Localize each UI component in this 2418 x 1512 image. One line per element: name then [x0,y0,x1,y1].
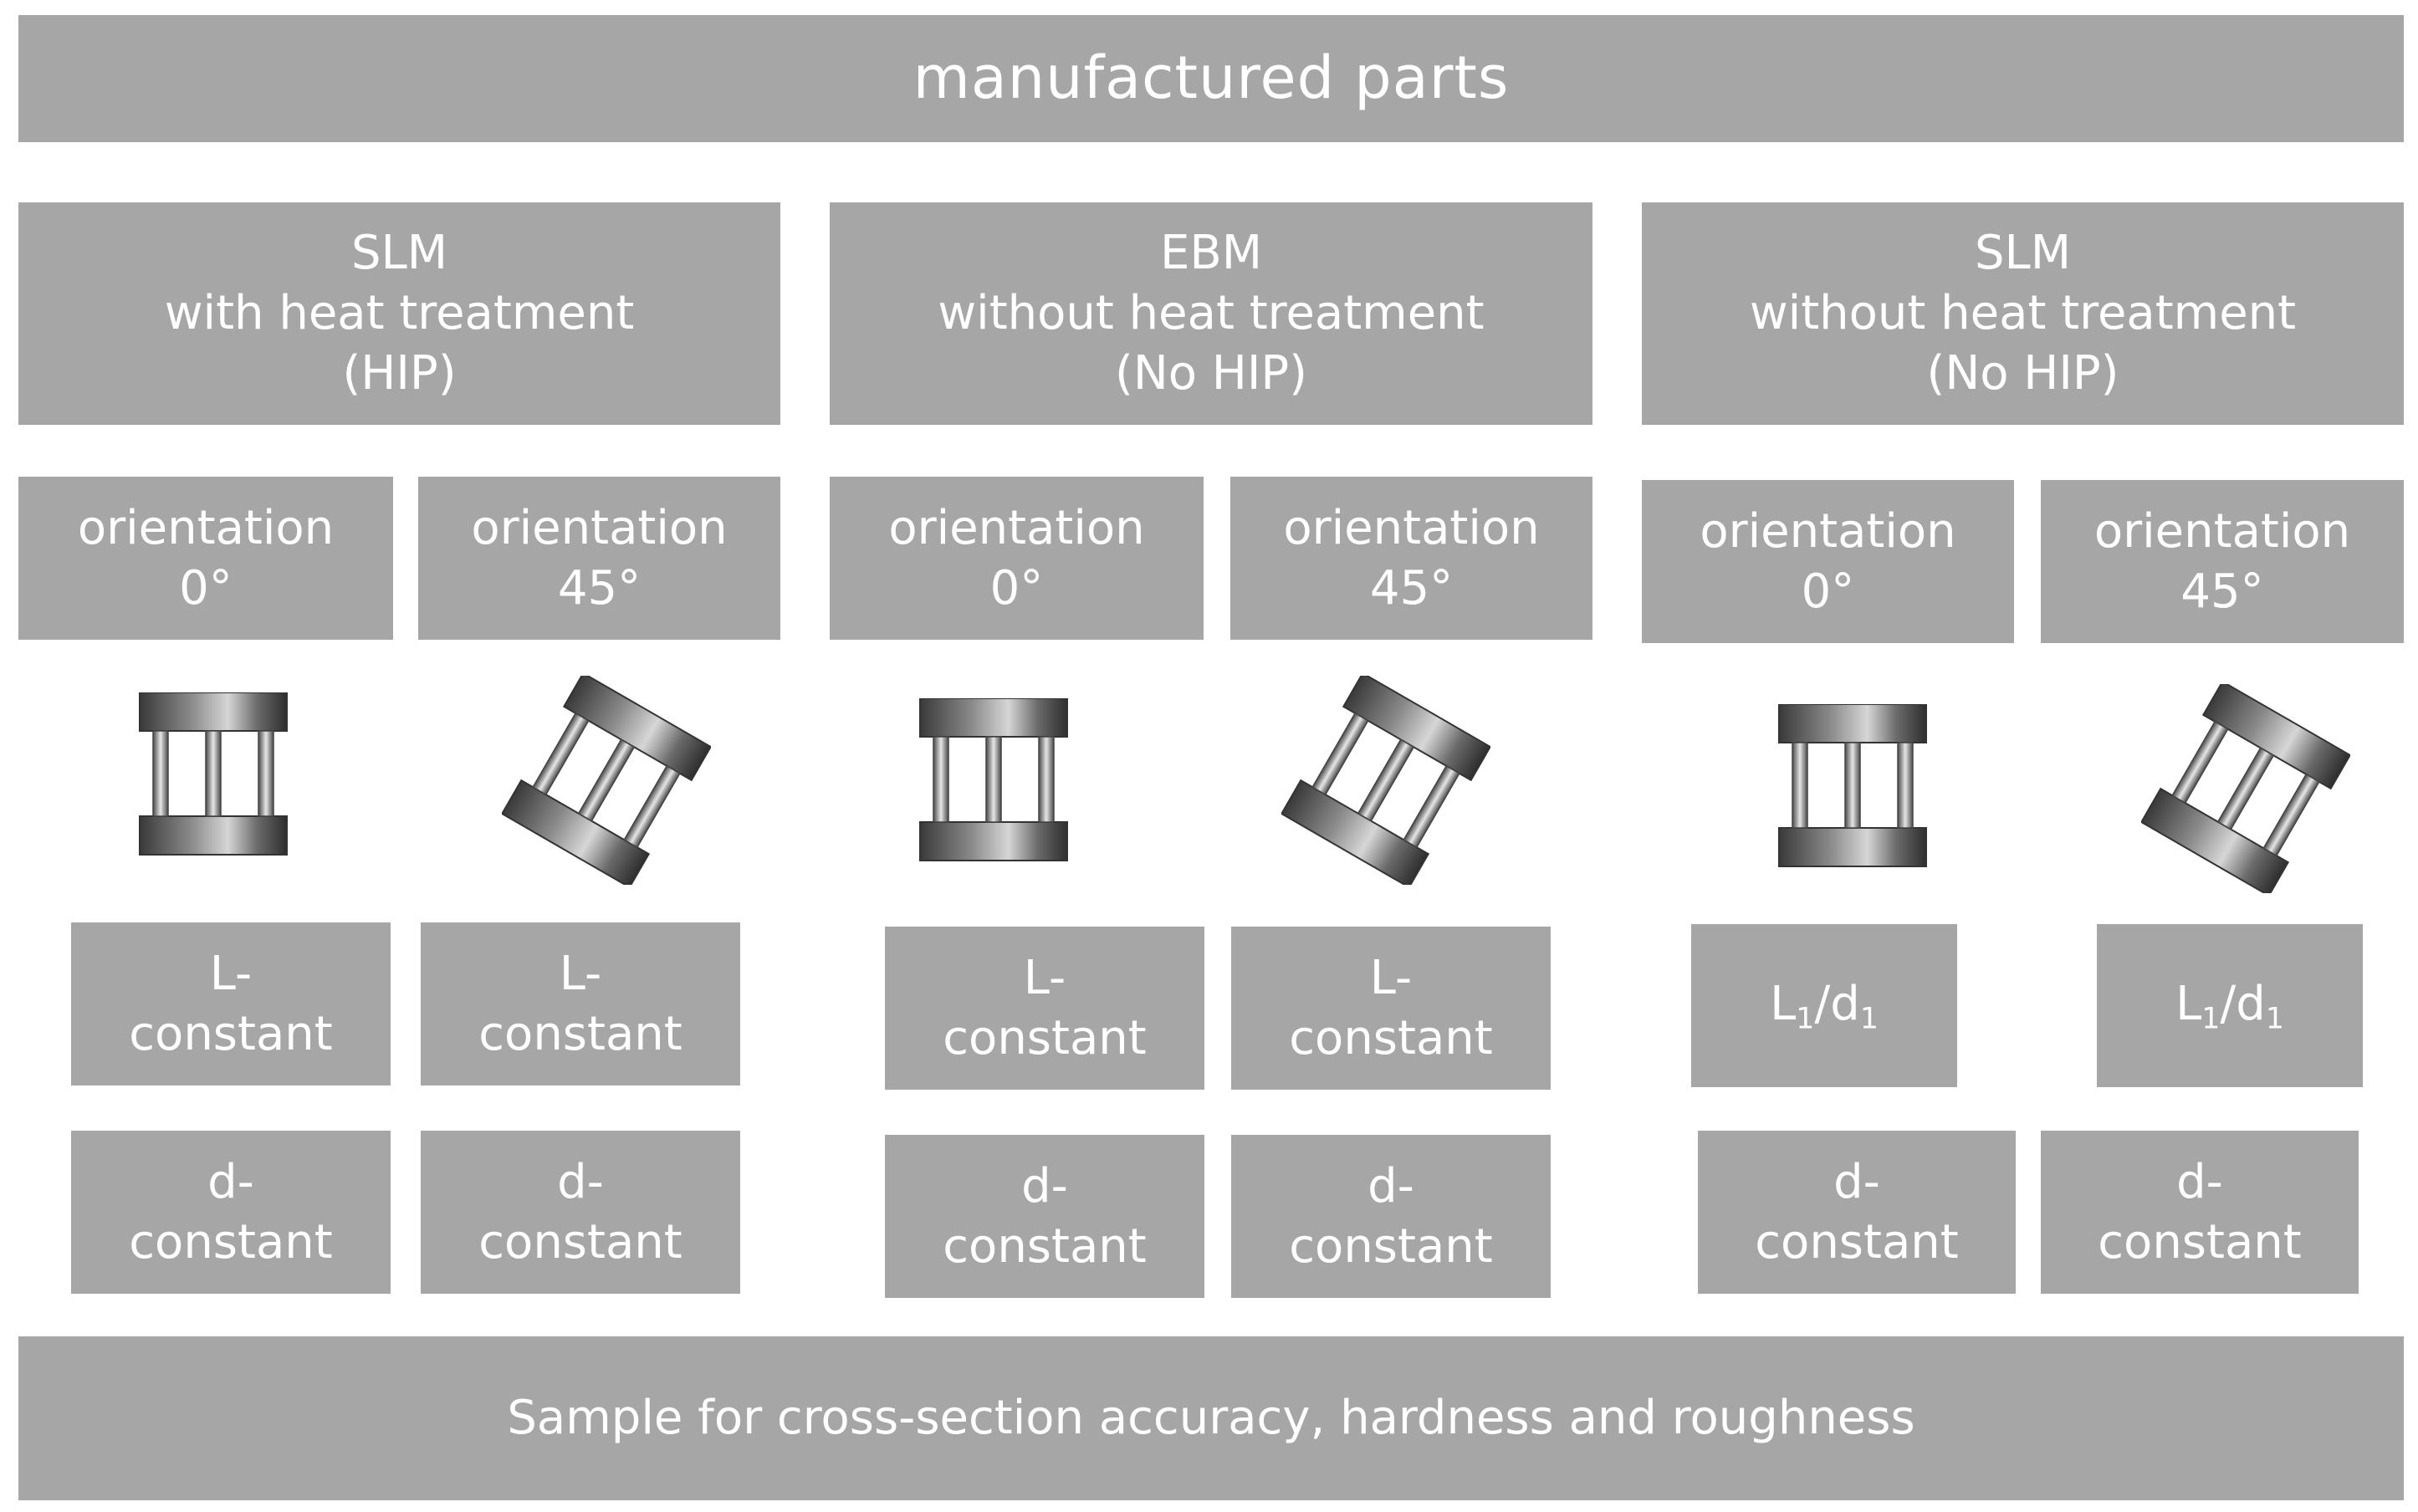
group-treatment: with heat treatment [164,286,635,341]
d-constant-box: d- constant [1231,1135,1551,1298]
l-constant-box: L- constant [885,927,1204,1090]
orientation-box-slm-hip-0: orientation 0° [18,477,393,640]
specimen-icon [1281,676,1490,885]
param-label: constant [1289,1010,1493,1065]
orientation-label: orientation [77,500,335,555]
param-label: constant [943,1218,1147,1274]
param-d-subscript: 1 [2265,1001,2284,1035]
param-prefix: L- [1023,950,1066,1005]
specimen-icon [1778,704,1927,867]
orientation-angle: 45° [2180,564,2264,619]
param-prefix: d- [1367,1158,1414,1213]
l-constant-box: L- constant [1231,927,1551,1090]
group-treatment: without heat treatment [938,286,1485,341]
orientation-label: orientation [471,500,728,555]
orientation-label: orientation [1283,500,1540,555]
param-label: constant [129,1006,333,1061]
header-label: manufactured parts [913,43,1510,113]
orientation-angle: 45° [557,560,642,616]
param-label: constant [129,1214,333,1269]
param-ratio: L1/d1 [1770,974,1879,1038]
param-slash: / [2220,976,2237,1031]
param-label: constant [943,1010,1147,1065]
orientation-box-slm-no-hip-45: orientation 45° [2041,480,2404,643]
param-l-subscript: 1 [2201,1001,2221,1035]
l1-d1-box: L1/d1 [1691,924,1957,1087]
param-prefix: L- [209,946,253,1001]
d-constant-box: d- constant [71,1131,391,1294]
orientation-angle: 0° [1801,564,1855,619]
orientation-angle: 45° [1369,560,1454,616]
footer-label: Sample for cross-section accuracy, hardn… [507,1391,1915,1446]
param-prefix: d- [1833,1154,1880,1209]
orientation-box-ebm-45: orientation 45° [1230,477,1592,640]
d-constant-box: d- constant [1698,1131,2016,1294]
param-ratio: L1/d1 [2175,974,2284,1038]
param-d: d [1830,976,1860,1031]
group-process: EBM [1159,226,1263,281]
param-label: constant [1755,1214,1959,1269]
param-slash: / [1814,976,1831,1031]
orientation-box-ebm-0: orientation 0° [830,477,1204,640]
group-hip: (HIP) [342,345,457,401]
param-label: constant [2098,1214,2302,1269]
param-prefix: d- [557,1154,604,1209]
param-prefix: d- [1021,1158,1068,1213]
param-prefix: L- [559,946,602,1001]
orientation-angle: 0° [989,560,1044,616]
param-d-subscript: 1 [1859,1001,1879,1035]
l-constant-box: L- constant [421,922,740,1085]
specimen-icon [2141,684,2350,893]
orientation-box-slm-hip-45: orientation 45° [418,477,780,640]
group-slm-no-hip: SLM without heat treatment (No HIP) [1642,202,2404,425]
d-constant-box: d- constant [2041,1131,2359,1294]
param-label: constant [478,1214,682,1269]
param-l: L [1770,976,1797,1031]
group-slm-hip: SLM with heat treatment (HIP) [18,202,780,425]
param-label: constant [1289,1218,1493,1274]
param-d: d [2236,976,2266,1031]
orientation-label: orientation [2093,503,2351,559]
group-treatment: without heat treatment [1749,286,2297,341]
param-prefix: d- [2176,1154,2223,1209]
param-l-subscript: 1 [1796,1001,1815,1035]
param-prefix: d- [207,1154,254,1209]
orientation-angle: 0° [179,560,233,616]
orientation-box-slm-no-hip-0: orientation 0° [1642,480,2014,643]
orientation-label: orientation [888,500,1145,555]
group-process: SLM [350,226,448,281]
footer-sample-description: Sample for cross-section accuracy, hardn… [18,1336,2404,1500]
specimen-icon [502,676,711,885]
param-l: L [2175,976,2202,1031]
d-constant-box: d- constant [885,1135,1204,1298]
param-prefix: L- [1369,950,1413,1005]
l1-d1-box: L1/d1 [2097,924,2363,1087]
group-process: SLM [1974,226,2072,281]
group-hip: (No HIP) [1926,345,2119,401]
orientation-label: orientation [1700,503,1956,559]
header-manufactured-parts: manufactured parts [18,15,2404,142]
l-constant-box: L- constant [71,922,391,1085]
group-hip: (No HIP) [1114,345,1308,401]
d-constant-box: d- constant [421,1131,740,1294]
param-label: constant [478,1006,682,1061]
specimen-icon [139,692,288,856]
group-ebm-no-hip: EBM without heat treatment (No HIP) [830,202,1592,425]
specimen-icon [919,698,1068,861]
